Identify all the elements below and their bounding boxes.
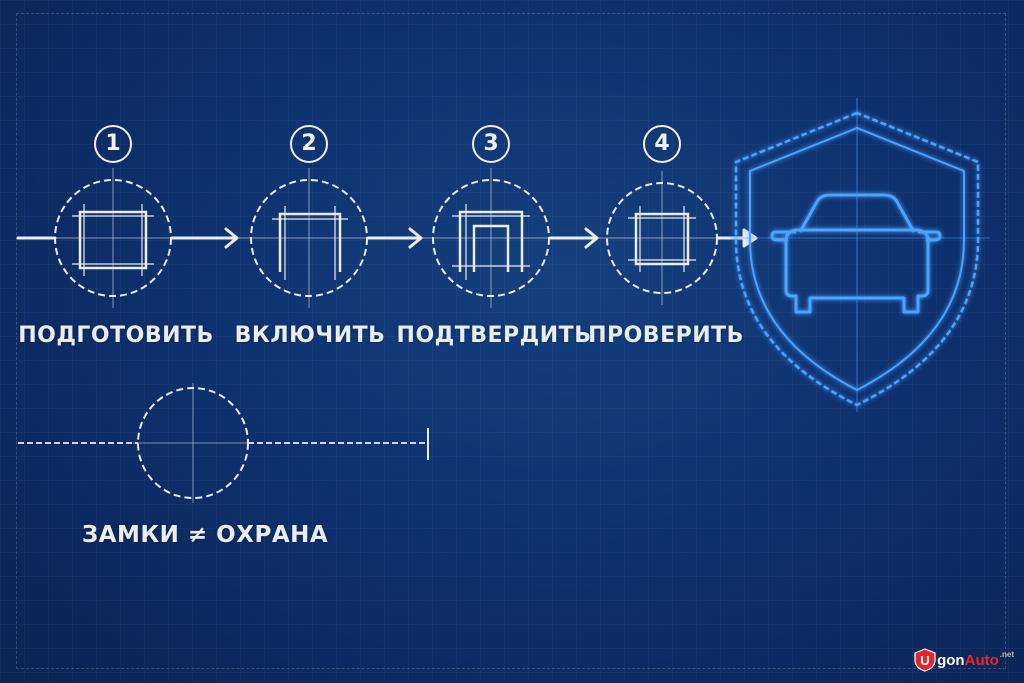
ugonauto-logo[interactable]: U gon Auto .net [914, 647, 1014, 673]
logo-text-gon: gon [937, 651, 965, 669]
frame-grid-icon [72, 204, 154, 276]
step-3-number: 3 [472, 125, 510, 163]
step-4-node [595, 171, 729, 305]
step-4-number: 4 [643, 125, 681, 163]
step-2-label: ВКЛЮЧИТЬ [234, 323, 386, 348]
small-grid-icon [628, 206, 696, 272]
blueprint-frame [16, 13, 1006, 669]
nested-frame-icon [452, 204, 530, 280]
step-3-node [421, 168, 561, 308]
step-3-label: ПОДТВЕРДИТЬ [396, 323, 592, 348]
car-shield-icon [730, 98, 990, 412]
logo-text-auto: Auto [964, 651, 999, 669]
logo-text-net: .net [999, 650, 1014, 659]
step-1-label: ПОДГОТОВИТЬ [18, 323, 214, 348]
step-1-node [43, 168, 183, 308]
locks-not-security-node [18, 383, 429, 503]
open-frame-icon [272, 206, 348, 280]
bottom-caption: ЗАМКИ ≠ ОХРАНА [81, 522, 329, 548]
step-4-label: ПРОВЕРИТЬ [588, 323, 744, 348]
step-2-node [239, 168, 379, 308]
step-1-number: 1 [94, 125, 132, 163]
step-2-number: 2 [290, 125, 328, 163]
shield-logo-icon: U [914, 648, 936, 672]
car-icon [770, 193, 942, 314]
logo-badge-letter: U [920, 653, 929, 668]
